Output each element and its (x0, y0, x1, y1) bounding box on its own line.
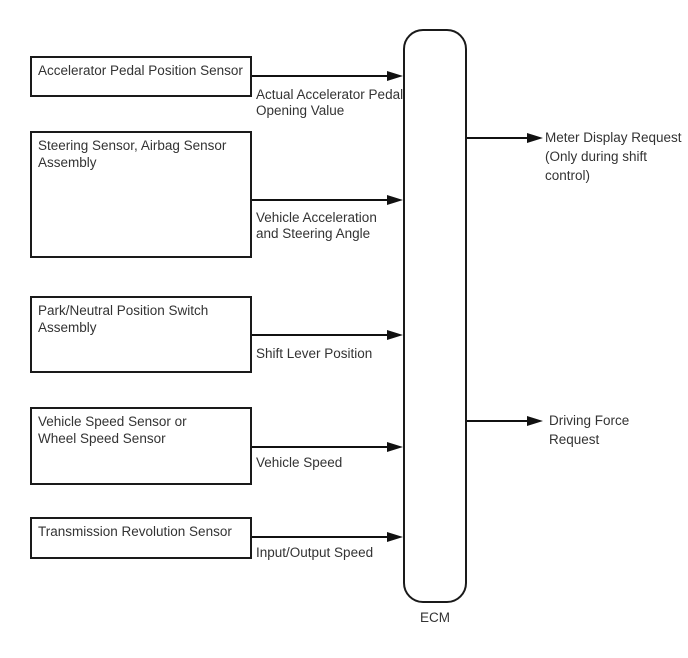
arrow-head-icon (387, 330, 403, 340)
source-box-label: Steering Sensor, Airbag Sensor Assembly (38, 138, 227, 170)
input-arrow-line (252, 75, 392, 77)
output-label: Meter Display Request (Only during shift… (545, 130, 682, 183)
output-arrow-line (467, 420, 529, 422)
signal-label: Actual Accelerator Pedal Opening Value (256, 87, 404, 118)
output-arrow-line (467, 137, 529, 139)
input-arrow-line (252, 199, 392, 201)
signal-label: Vehicle Acceleration and Steering Angle (256, 210, 377, 241)
ecm-block (403, 29, 467, 603)
signal-label: Shift Lever Position (256, 346, 373, 361)
input-arrow-line (252, 536, 392, 538)
signal-label: Input/Output Speed (256, 545, 374, 560)
signal-label: Vehicle Speed (256, 455, 343, 470)
source-box-steering-sensor-airbag-sensor-assembly: Steering Sensor, Airbag Sensor Assembly (30, 131, 252, 258)
source-box-transmission-revolution-sensor: Transmission Revolution Sensor (30, 517, 252, 559)
arrow-head-icon (387, 442, 403, 452)
arrow-head-icon (387, 195, 403, 205)
output-label: Driving Force Request (549, 413, 630, 447)
source-box-label: Accelerator Pedal Position Sensor (38, 63, 243, 78)
arrow-head-icon (387, 532, 403, 542)
arrow-head-icon (527, 133, 543, 143)
source-box-accelerator-pedal-position-sensor: Accelerator Pedal Position Sensor (30, 56, 252, 97)
ecm-label: ECM (420, 610, 450, 625)
source-box-label: Vehicle Speed Sensor or Wheel Speed Sens… (38, 414, 187, 446)
input-arrow-line (252, 334, 392, 336)
arrow-head-icon (527, 416, 543, 426)
input-arrow-line (252, 446, 392, 448)
source-box-label: Park/Neutral Position Switch Assembly (38, 303, 209, 335)
arrow-head-icon (387, 71, 403, 81)
source-box-park-neutral-position-switch-assembly: Park/Neutral Position Switch Assembly (30, 296, 252, 373)
source-box-vehicle-speed-sensor-or-wheel-speed-sensor: Vehicle Speed Sensor or Wheel Speed Sens… (30, 407, 252, 485)
source-box-label: Transmission Revolution Sensor (38, 524, 232, 539)
